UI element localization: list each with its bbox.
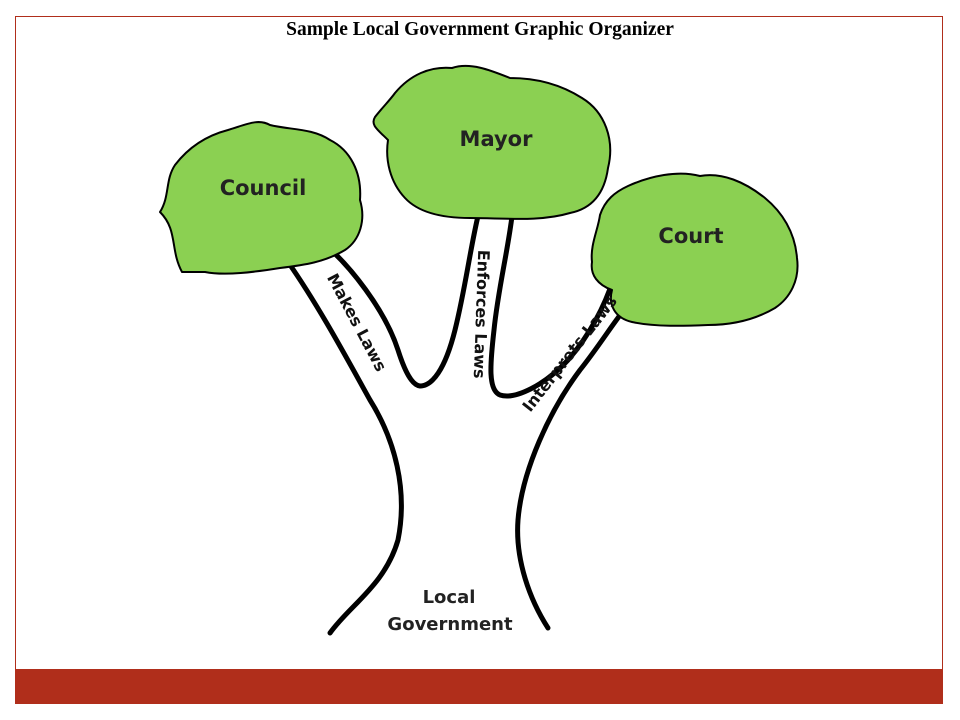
label-interprets-laws: Interprets Laws <box>518 292 620 416</box>
canopy-mayor <box>372 64 612 220</box>
label-local: Local <box>423 587 476 608</box>
canopy-council <box>159 121 364 275</box>
canopy-court <box>590 172 799 327</box>
label-makes-laws: Makes Laws <box>323 270 391 374</box>
label-mayor: Mayor <box>460 127 534 151</box>
trunk-left-outline <box>285 259 404 636</box>
slide-title: Sample Local Government Graphic Organize… <box>286 19 674 40</box>
label-court: Court <box>658 224 723 248</box>
mayor-branch-inner-outline <box>488 213 616 399</box>
label-government: Government <box>387 614 513 635</box>
footer-bar <box>16 669 942 703</box>
trunk-right-outline <box>515 302 631 631</box>
council-branch-inner-outline <box>319 213 481 389</box>
label-enforces-laws: Enforces Laws <box>470 249 493 378</box>
label-council: Council <box>220 176 307 200</box>
